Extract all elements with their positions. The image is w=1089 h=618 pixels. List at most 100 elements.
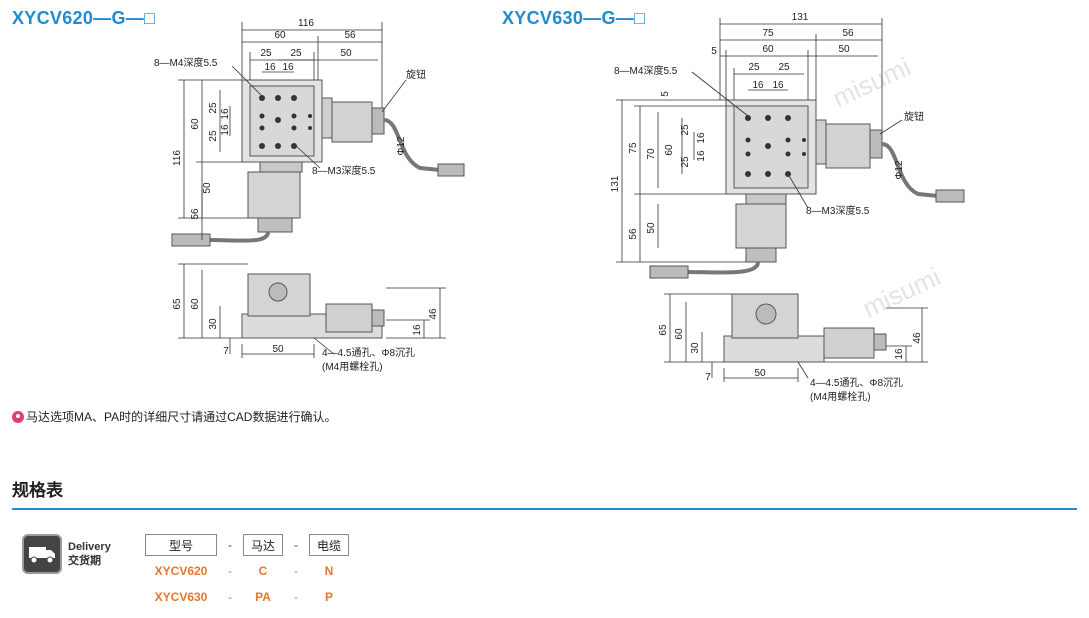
section-divider: [12, 508, 1077, 510]
dim-16b: 16: [772, 80, 784, 91]
label-tapped-m4: 8—M4深度5.5: [154, 56, 218, 69]
dim-56: 56: [344, 30, 356, 41]
spec-header-row: 型号 - 马达 - 电缆: [145, 532, 349, 558]
cad-note: 马达选项MA、PA时的详细尺寸请通过CAD数据进行确认。: [12, 408, 336, 425]
dim-s50: 50: [754, 368, 766, 379]
dim-v25a: 25: [680, 124, 691, 136]
dim-v25b: 25: [208, 130, 219, 142]
dim-s16: 16: [412, 324, 423, 336]
motor-value: C: [258, 564, 268, 578]
dim-v16a: 16: [696, 132, 707, 144]
dim-v131: 131: [610, 175, 621, 192]
dim-overall-width: 131: [792, 12, 809, 23]
dim-v50: 50: [202, 182, 213, 194]
dim-s46: 46: [912, 332, 923, 344]
dimension-drawing-xycv630: misumi misumi misumi misumi: [608, 8, 978, 408]
label-holes: 4—4.5通孔、Φ8沉孔: [322, 346, 415, 359]
dim-s50: 50: [272, 344, 284, 355]
dim-overall-width: 116: [298, 18, 314, 29]
label-holes: 4—4.5通孔、Φ8沉孔: [810, 376, 903, 389]
dim-phi12: Φ12: [396, 136, 407, 156]
dim-5: 5: [711, 46, 717, 57]
cable-value: P: [324, 590, 333, 604]
header-model: 型号: [145, 534, 217, 556]
dim-v5: 5: [660, 91, 671, 97]
dim-75: 75: [762, 28, 774, 39]
dim-s7: 7: [705, 372, 711, 383]
watermark: misumi: [858, 261, 945, 323]
dim-s30: 30: [690, 342, 701, 354]
dim-s65: 65: [172, 298, 183, 310]
header-cable: 电缆: [309, 534, 349, 556]
dim-v16b: 16: [220, 124, 231, 136]
watermark: misumi: [828, 51, 915, 113]
cad-note-text: 马达选项MA、PA时的详细尺寸请通过CAD数据进行确认。: [26, 410, 337, 424]
dim-v60: 60: [664, 144, 675, 156]
spec-row: XYCV620 - C - N: [145, 558, 349, 584]
dim-s7: 7: [223, 346, 229, 357]
dim-s60: 60: [190, 298, 201, 310]
top-view: [725, 99, 883, 263]
label-holes-note: (M4用螺栓孔): [322, 360, 383, 373]
label-holes-note: (M4用螺栓孔): [810, 390, 871, 403]
dim-56: 56: [842, 28, 854, 39]
dim-phi12: Φ12: [894, 160, 905, 180]
dim-s16: 16: [894, 348, 905, 360]
dim-50: 50: [340, 48, 352, 59]
dim-v56: 56: [190, 208, 201, 220]
dim-v56: 56: [628, 228, 639, 240]
truck-icon: [22, 534, 62, 574]
dim-50: 50: [838, 44, 850, 55]
label-tapped-m3: 8—M3深度5.5: [312, 164, 376, 177]
dim-25b: 25: [290, 48, 302, 59]
separator: -: [228, 538, 232, 552]
dim-v25b: 25: [680, 156, 691, 168]
model-value: XYCV630: [154, 590, 208, 604]
dim-25a: 25: [748, 62, 760, 73]
dim-v25a: 25: [208, 102, 219, 114]
label-knob: 旋钮: [406, 68, 426, 81]
dim-s60: 60: [674, 328, 685, 340]
dim-v50: 50: [646, 222, 657, 234]
tip-icon: [12, 410, 24, 423]
dim-60: 60: [274, 30, 286, 41]
side-view: [723, 293, 887, 363]
dim-s65: 65: [658, 324, 669, 336]
dim-v70: 70: [646, 148, 657, 160]
cable-value: N: [324, 564, 334, 578]
dim-v16a: 16: [220, 108, 231, 120]
dim-s46: 46: [428, 308, 439, 320]
delivery-label-cn: 交货期: [68, 555, 101, 567]
dimension-drawing-xycv620: misumi misumi 116 60: [150, 8, 480, 378]
dim-v16b: 16: [696, 150, 707, 162]
separator: -: [294, 564, 298, 578]
label-knob: 旋钮: [904, 110, 924, 123]
dim-16a: 16: [752, 80, 764, 91]
dim-v75: 75: [628, 142, 639, 154]
dim-v116: 116: [172, 150, 183, 166]
delivery-label: Delivery: [68, 541, 111, 553]
header-motor: 马达: [243, 534, 283, 556]
section-title-spec: 规格表: [12, 481, 63, 500]
dim-25b: 25: [778, 62, 790, 73]
dim-v60: 60: [190, 118, 201, 130]
top-view: [241, 79, 385, 233]
dim-16a: 16: [264, 62, 276, 73]
side-view: [241, 273, 385, 339]
motor-value: PA: [255, 590, 271, 604]
dim-25a: 25: [260, 48, 272, 59]
product-title-xycv620: XYCV620—G—□: [12, 8, 156, 28]
delivery-badge: Delivery 交货期: [22, 534, 111, 574]
separator: -: [228, 590, 232, 604]
label-tapped-m4: 8—M4深度5.5: [614, 64, 678, 77]
separator: -: [228, 564, 232, 578]
separator: -: [294, 590, 298, 604]
dim-s30: 30: [208, 318, 219, 330]
dim-16b: 16: [282, 62, 294, 73]
model-value: XYCV620: [154, 564, 208, 578]
spec-table: 型号 - 马达 - 电缆 XYCV620 - C - N XYCV630 - P…: [145, 532, 349, 610]
spec-row: XYCV630 - PA - P: [145, 584, 349, 610]
product-title-xycv630: XYCV630—G—□: [502, 8, 646, 28]
dim-60: 60: [762, 44, 774, 55]
label-tapped-m3: 8—M3深度5.5: [806, 204, 870, 217]
